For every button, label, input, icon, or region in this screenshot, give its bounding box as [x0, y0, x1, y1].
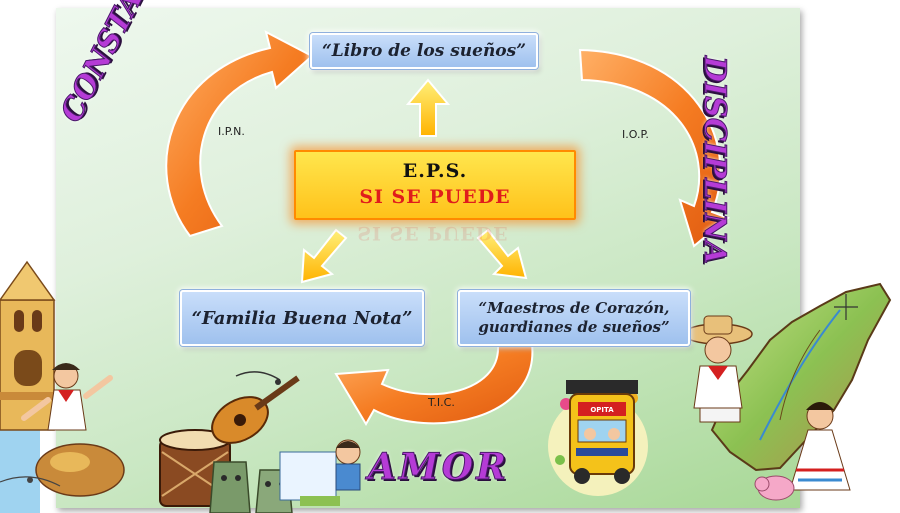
chiva-bus-illustration: OPITA — [566, 380, 638, 484]
center-box-eps: E.P.S. SI SE PUEDE — [294, 150, 576, 220]
cycle-arrow-bottom — [334, 342, 534, 426]
folk-collage-right: OPITA — [548, 282, 892, 501]
label-ipn: I.P.N. — [218, 125, 245, 138]
box-familia-buena-nota: “Familia Buena Nota” — [180, 290, 424, 346]
word-amor: AMOR — [367, 446, 510, 489]
child-illustration — [279, 439, 361, 506]
cycle-arrow-top-right — [578, 48, 730, 248]
box-maestros-line2: guardianes de sueños” — [478, 318, 670, 336]
center-arrow-up — [405, 78, 451, 137]
label-iop: I.O.P. — [622, 128, 649, 141]
church-tower-illustration — [0, 260, 56, 431]
box-familia-text: “Familia Buena Nota” — [191, 307, 413, 329]
box-maestros-de-corazon: “Maestros de Corazón, guardianes de sueñ… — [458, 290, 690, 346]
label-tic: T.I.C. — [428, 396, 455, 409]
guitar-illustration — [211, 375, 300, 444]
center-title: E.P.S. — [402, 160, 468, 182]
box-libro-de-los-suenos: “Libro de los sueños” — [310, 33, 538, 69]
bus-sign-text: OPITA — [590, 406, 614, 414]
center-arrow-down-right — [476, 228, 528, 280]
woman-illustration — [789, 402, 851, 491]
center-reflection: SI SE PUEDE — [357, 222, 509, 244]
center-arrow-down-left — [300, 228, 348, 284]
box-maestros-line1: “Maestros de Corazón, — [478, 299, 670, 317]
pig-illustration — [754, 475, 795, 501]
cycle-arrow-top-left — [165, 30, 314, 238]
box-libro-text: “Libro de los sueños” — [322, 41, 526, 61]
map-illustration — [710, 282, 892, 472]
man-in-hat-illustration — [683, 315, 753, 423]
dancer-illustration — [21, 363, 113, 431]
center-subtitle: SI SE PUEDE — [359, 186, 511, 208]
word-disciplina: DISCIPLINA — [697, 56, 733, 265]
folk-collage-left — [0, 260, 361, 513]
